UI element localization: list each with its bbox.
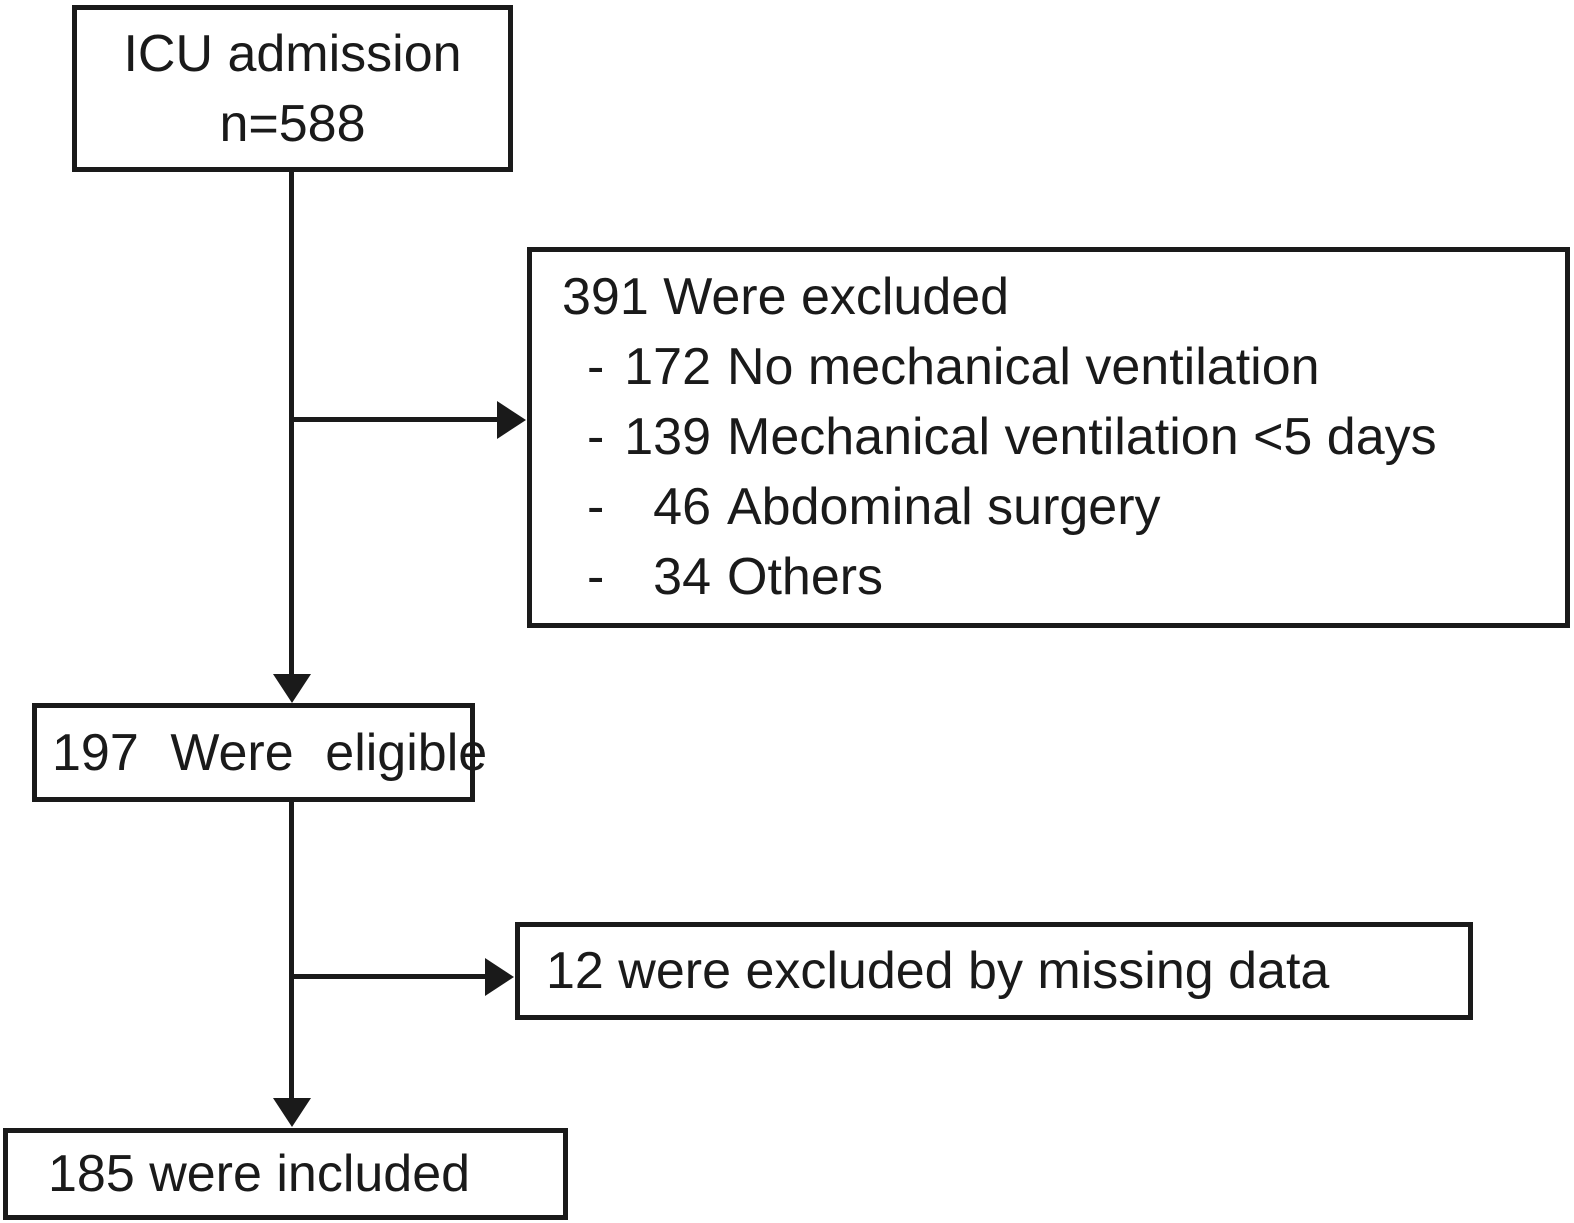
excluded-item-count: 46 xyxy=(653,478,711,536)
arrowhead-right-missing xyxy=(485,958,514,996)
icu-admission-label: ICU admission xyxy=(123,24,462,83)
arrowhead-down-eligible xyxy=(273,674,311,703)
excluded-item-label: Abdominal surgery xyxy=(727,478,1161,536)
node-included: 185 were included xyxy=(3,1128,568,1220)
connector-branch-missing xyxy=(289,974,489,979)
connector-branch-excluded xyxy=(289,417,501,422)
arrowhead-down-included xyxy=(273,1098,311,1127)
node-excluded-missing-data: 12 were excluded by missing data xyxy=(515,922,1473,1020)
node-icu-admission: ICU admission n=588 xyxy=(72,5,513,172)
excluded-item-count: 172 xyxy=(624,338,711,396)
excluded-item-others: - 34 Others xyxy=(562,542,1555,612)
excluded-item-mechanical-ventilation-lt5-days: - 139 Mechanical ventilation <5 days xyxy=(562,402,1555,472)
excluded-item-label: Mechanical ventilation <5 days xyxy=(727,408,1437,466)
node-eligible: 197 Were eligible xyxy=(32,703,487,802)
excluded-item-dash: - xyxy=(587,338,605,396)
excluded-item-dash: - xyxy=(587,408,605,466)
excluded-item-label: Others xyxy=(727,548,884,606)
excluded-item-count: 139 xyxy=(624,408,711,466)
connector-icu-to-eligible xyxy=(289,172,294,677)
excluded-item-dash: - xyxy=(587,478,605,536)
connector-eligible-to-included xyxy=(289,802,294,1100)
icu-admission-count: n=588 xyxy=(219,94,366,153)
excluded-item-abdominal-surgery: - 46 Abdominal surgery xyxy=(562,472,1555,542)
arrowhead-right-excluded xyxy=(497,401,526,439)
included-label: 185 were included xyxy=(48,1145,471,1203)
node-excluded: 391 Were excluded - 172 No mechanical ve… xyxy=(527,247,1570,628)
excluded-item-label: No mechanical ventilation xyxy=(727,338,1320,396)
excluded-item-dash: - xyxy=(587,548,605,606)
eligible-label: 197 Were eligible xyxy=(52,723,488,782)
excluded-item-no-mechanical-ventilation: - 172 No mechanical ventilation xyxy=(562,332,1555,402)
excluded-item-count: 34 xyxy=(653,548,711,606)
missing-data-label: 12 were excluded by missing data xyxy=(546,942,1330,1000)
excluded-title: 391 Were excluded xyxy=(562,268,1010,326)
